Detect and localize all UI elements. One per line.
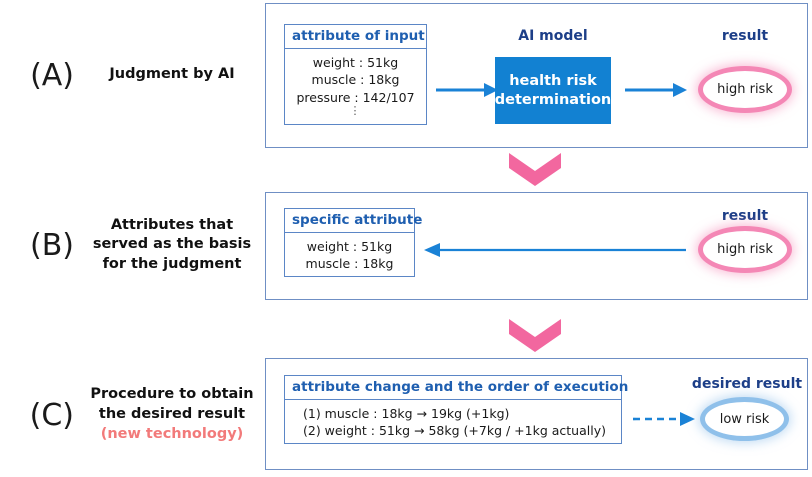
attribute-ellipsis: ⋮ [349,103,362,117]
result-caption-c: desired result [691,376,803,392]
row-title-b: Attributes that served as the basis for … [84,216,260,275]
model-box-a: health risk determination [495,57,611,124]
attribute-card-a-body: weight : 51kg muscle : 18kg pressure : 1… [284,49,427,125]
row-letter-c: (C) [29,397,74,433]
result-value-a: high risk [717,82,773,97]
result-value-b: high risk [717,242,773,257]
attribute-card-c-body: (1) muscle : 18kg → 19kg (+1kg) (2) weig… [284,400,622,444]
attribute-card-a-header: attribute of input [284,24,427,49]
row-title-b-line3: for the judgment [102,255,242,272]
result-caption-b: result [721,208,769,224]
arrow-dashed-to-desired-result [633,412,695,426]
result-ellipse-a: high risk [703,71,787,108]
attribute-line: (2) weight : 51kg → 58kg (+7kg / +1kg ac… [303,423,606,439]
attribute-card-b-body: weight : 51kg muscle : 18kg [284,233,415,277]
attribute-line: weight : 51kg [312,55,399,70]
result-value-c: low risk [719,411,770,427]
attribute-card-a: attribute of input weight : 51kg muscle … [284,24,427,125]
model-box-line1: health risk [509,73,597,90]
arrow-input-to-model [436,83,498,97]
arrow-result-to-attribute [424,243,686,257]
chevron-a-to-b-icon [509,153,561,186]
row-title-b-line2: served as the basis [92,236,252,253]
attribute-card-c: attribute change and the order of execut… [284,375,628,444]
arrow-model-to-result [625,83,687,97]
attribute-line: (1) muscle : 18kg → 19kg (+1kg) [303,406,510,421]
model-box-line2: determination [494,91,612,108]
attribute-line: muscle : 18kg [305,256,394,272]
model-caption-a: AI model [518,28,588,44]
row-title-a: Judgment by AI [84,65,260,85]
chevron-b-to-c-icon [509,319,561,352]
attribute-line: weight : 51kg [306,239,393,254]
row-label-b: (B) Attributes that served as the basis … [0,215,262,275]
attribute-line: pressure : 142/107 [296,89,415,105]
result-caption-a: result [721,28,769,44]
row-letter-a: (A) [30,57,74,93]
attribute-card-b-header: specific attribute [284,208,422,233]
attribute-card-b: specific attribute weight : 51kg muscle … [284,208,422,277]
result-ellipse-c: low risk [705,402,784,436]
row-subtitle-c: (new technology) [100,426,244,443]
row-title-c: Procedure to obtain the desired result (… [84,385,260,445]
row-label-c: (C) Procedure to obtain the desired resu… [0,385,262,445]
attribute-card-c-header: attribute change and the order of execut… [284,375,628,400]
row-title-c-line2: the desired result [98,405,246,422]
attribute-line: muscle : 18kg [311,72,400,88]
row-title-c-line1: Procedure to obtain [90,386,254,403]
row-title-a-text: Judgment by AI [109,66,235,83]
row-label-a: (A) Judgment by AI [0,50,262,100]
row-title-b-line1: Attributes that [110,216,234,233]
result-ellipse-b: high risk [703,231,787,268]
row-letter-b: (B) [30,227,74,263]
